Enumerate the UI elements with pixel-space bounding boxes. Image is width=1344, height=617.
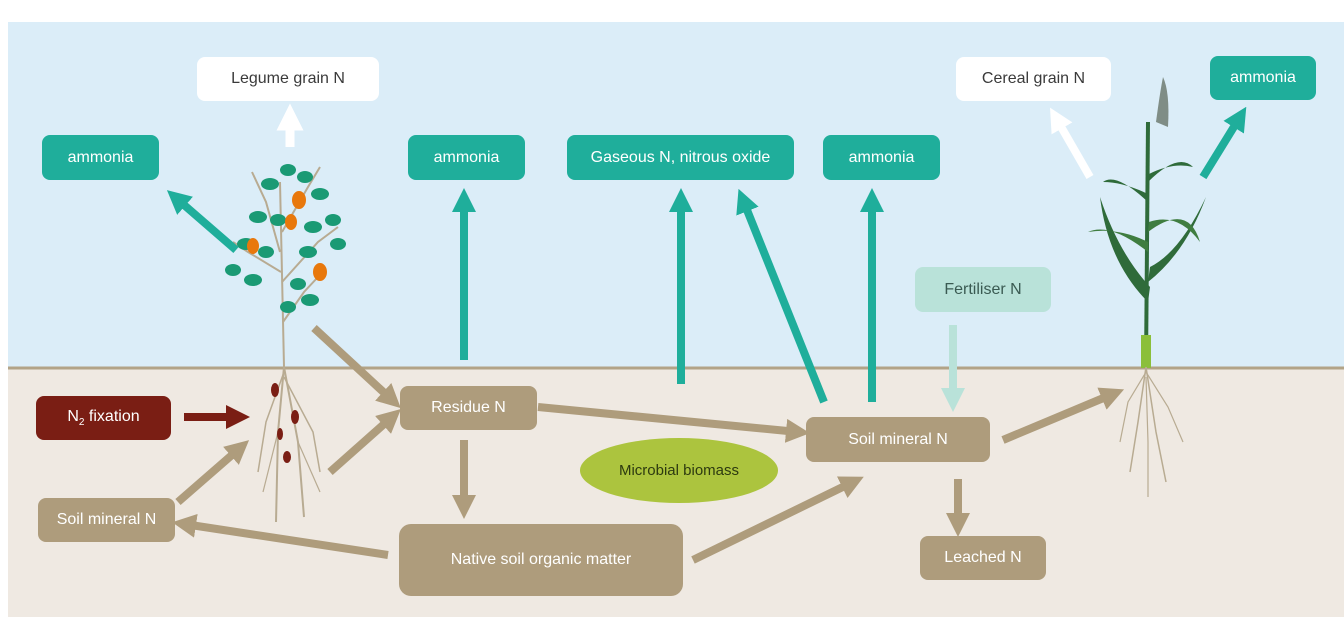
ammonia-residue-label: ammonia: [433, 148, 500, 166]
arrow-soil-to-gaseous: [736, 188, 828, 404]
n2-symbol: N: [67, 407, 79, 425]
arrow-soilmineral-to-legume: [175, 440, 250, 506]
cereal-grain-label: Cereal grain N: [981, 70, 1086, 87]
arrow-legume-to-residue: [311, 325, 401, 409]
n2-fixation-label: N2 fixation: [67, 408, 139, 428]
gaseous-n-box: Gaseous N, nitrous oxide: [567, 135, 794, 180]
soil-mineral-n-left-box: Soil mineral N: [38, 498, 175, 542]
arrow-legume-to-ammonia: [166, 190, 239, 254]
arrow-cereal-to-ammonia: [1199, 106, 1247, 180]
ammonia-soil-box: ammonia: [823, 135, 940, 180]
fertiliser-n-box: Fertiliser N: [915, 267, 1051, 312]
n2-fixation-text: fixation: [84, 407, 140, 425]
ammonia-legume-box: ammonia: [42, 135, 159, 180]
fertiliser-n-label: Fertiliser N: [944, 280, 1022, 298]
legume-grain-box: Legume grain N: [197, 57, 379, 101]
leached-n-label: Leached N: [944, 549, 1022, 566]
microbial-biomass-label: Microbial biomass: [618, 462, 740, 479]
cereal-plant-illustration: [1088, 77, 1206, 497]
ammonia-cereal-box: ammonia: [1210, 56, 1316, 100]
arrow-native-to-soilmineral-right: [691, 476, 864, 564]
legume-grain-label: Legume grain N: [231, 70, 345, 87]
ammonia-legume-label: ammonia: [67, 148, 134, 166]
microbial-biomass-ellipse: Microbial biomass: [580, 438, 778, 503]
soil-mineral-n-right-label: Soil mineral N: [848, 430, 948, 448]
nitrogen-cycle-diagram: Legume grain N Cereal grain N ammonia am…: [8, 22, 1344, 617]
leached-n-box: Leached N: [920, 536, 1046, 580]
legume-plant-illustration: [225, 164, 346, 523]
arrow-roots-to-residue: [327, 409, 401, 475]
native-som-label: Native soil organic matter: [450, 551, 632, 568]
residue-n-box: Residue N: [400, 386, 537, 430]
native-som-box: Native soil organic matter: [399, 524, 683, 596]
arrow-native-to-soilmineral-left: [172, 513, 389, 559]
ammonia-residue-box: ammonia: [408, 135, 525, 180]
cropped-header-text: [10, 0, 910, 10]
arrow-cereal-to-grain: [1050, 107, 1094, 179]
ammonia-soil-label: ammonia: [848, 148, 915, 166]
soil-mineral-n-left-label: Soil mineral N: [56, 511, 157, 528]
soil-mineral-n-right-box: Soil mineral N: [806, 417, 990, 462]
arrow-soilmineral-to-cereal: [1001, 387, 1125, 444]
n2-subscript: 2: [78, 417, 85, 429]
gaseous-n-label: Gaseous N, nitrous oxide: [590, 148, 771, 166]
n2-fixation-box: N2 fixation: [36, 396, 171, 440]
ammonia-cereal-label: ammonia: [1230, 69, 1296, 86]
arrow-residue-to-soilmineral: [537, 403, 810, 443]
cereal-grain-box: Cereal grain N: [956, 57, 1111, 101]
residue-n-label: Residue N: [431, 399, 506, 416]
